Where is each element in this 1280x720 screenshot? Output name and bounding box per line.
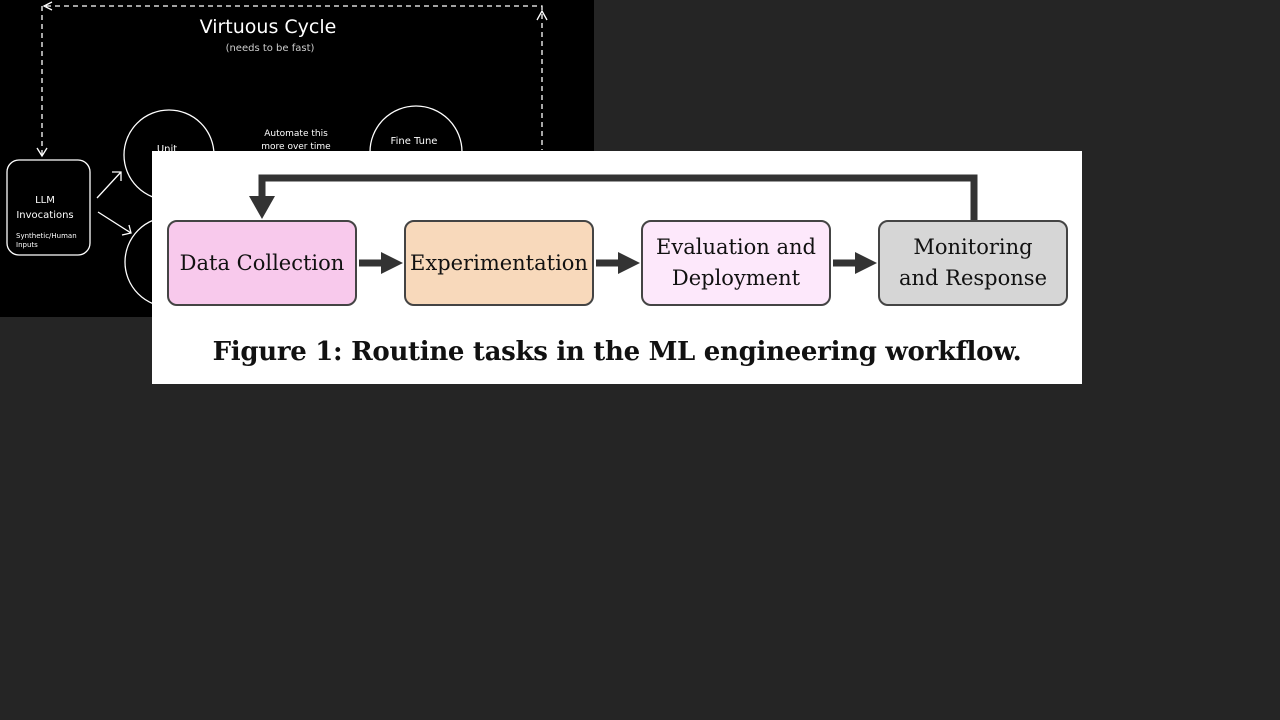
- workflow-arrows: [249, 174, 978, 274]
- sketch-finetune-label: Fine Tune: [391, 136, 438, 147]
- evaluation-deployment-label: Evaluation and Deployment: [656, 235, 816, 290]
- arrowhead-2-3: [618, 252, 640, 274]
- sketch-unit-label: Unit: [157, 144, 177, 155]
- sketch-arrow-down: [97, 211, 132, 236]
- arrowhead-1-2: [381, 252, 403, 274]
- workflow-figure: Data Collection Experimentation Evaluati…: [152, 151, 1082, 384]
- monitoring-response-label: Monitoring and Response: [899, 235, 1047, 290]
- sketch-arrow-up: [96, 171, 122, 199]
- sketch-arrowhead-right: [536, 9, 548, 21]
- data-collection-box: Data Collection: [167, 220, 357, 306]
- sketch-llm-box: [6, 159, 91, 256]
- sketch-arrowhead-top-left: [42, 1, 53, 11]
- evaluation-deployment-box: Evaluation and Deployment: [641, 220, 831, 306]
- sketch-automate-label: Automate this: [264, 129, 328, 139]
- sketch-dashed-loop: [41, 5, 543, 155]
- experimentation-box: Experimentation: [404, 220, 594, 306]
- sketch-title: Virtuous Cycle: [200, 16, 337, 38]
- data-collection-label: Data Collection: [179, 250, 345, 275]
- experimentation-label: Experimentation: [410, 250, 588, 275]
- feedback-arrowhead: [249, 196, 275, 219]
- monitoring-response-box: Monitoring and Response: [878, 220, 1068, 306]
- sketch-subtitle: (needs to be fast): [226, 43, 315, 54]
- sketch-llm-sub: Synthetic/Human: [16, 232, 77, 240]
- sketch-arrowhead-left: [36, 147, 48, 158]
- figure-caption: Figure 1: Routine tasks in the ML engine…: [212, 337, 1022, 367]
- sketch-llm-sub-2: Inputs: [16, 241, 38, 249]
- arrowhead-3-4: [855, 252, 877, 274]
- sketch-automate-label-2: more over time: [261, 142, 331, 152]
- sketch-llm-label-2: Invocations: [16, 210, 73, 221]
- sketch-llm-label: LLM: [35, 195, 55, 206]
- feedback-loop-arrow: [258, 174, 978, 220]
